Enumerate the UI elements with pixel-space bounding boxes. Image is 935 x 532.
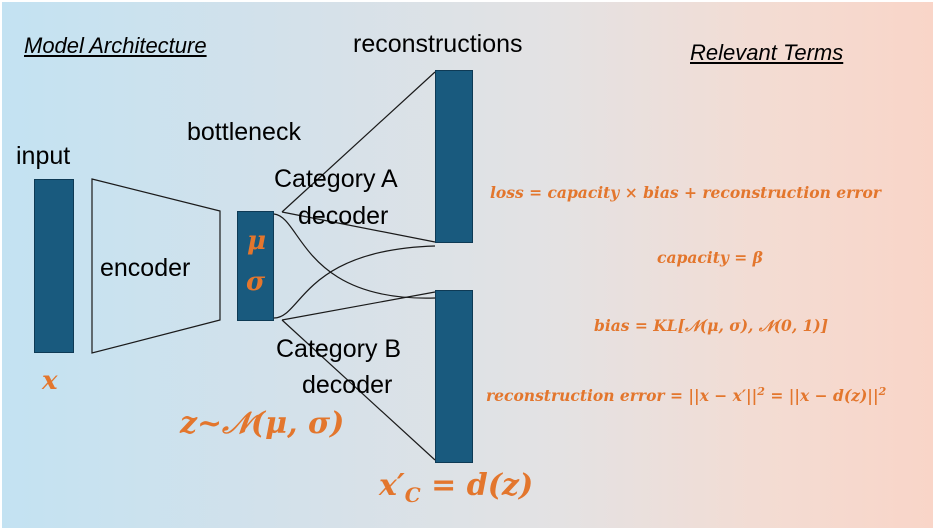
category-b-label: Category B <box>276 335 402 363</box>
decoder-a-label: decoder <box>298 202 389 230</box>
bias-equation: bias = KL[𝒩(μ, σ), 𝒩(0, 1)] <box>594 316 829 335</box>
capacity-equation: capacity = β <box>657 248 763 267</box>
loss-equation: loss = capacity × bias + reconstruction … <box>490 183 881 202</box>
encoder-trapezoid <box>91 178 221 354</box>
relevant-terms-heading: Relevant Terms <box>690 40 844 65</box>
sigma-symbol: σ <box>246 267 266 297</box>
route-to-decoder-b <box>273 213 436 299</box>
decoder-a-edge-bottom <box>281 211 436 243</box>
reconstruction-error-equation: reconstruction error = ||x − x′||2 = ||x… <box>486 385 886 405</box>
encoder-label: encoder <box>100 254 191 282</box>
route-to-decoder-a <box>273 245 436 319</box>
decoder-b-edge-bottom <box>281 319 436 461</box>
exponent-2: 2 <box>878 385 887 398</box>
category-a-label: Category A <box>274 165 398 193</box>
decoder-a-edge-top <box>281 71 436 213</box>
reconstruction-mid: = ||x − d(z)|| <box>764 386 879 406</box>
bottleneck-label: bottleneck <box>187 118 301 146</box>
decoder-b-label: decoder <box>302 371 393 399</box>
latent-distribution: z~𝒩(μ, σ) <box>180 406 345 441</box>
output-rhs: = d(z) <box>420 468 534 503</box>
reconstruction-a-bar <box>435 70 473 243</box>
x-symbol: x <box>42 366 58 396</box>
bottleneck-bar <box>237 211 274 321</box>
reconstructions-label: reconstructions <box>353 30 523 58</box>
output-subscript: C <box>404 483 421 507</box>
output-equation: x′C = d(z) <box>379 468 533 507</box>
decoder-b-edge-top <box>281 291 436 321</box>
output-symbol: x′ <box>379 468 405 503</box>
input-label: input <box>16 142 71 170</box>
input-bar <box>34 179 74 353</box>
exponent-1: 2 <box>757 385 765 398</box>
reconstruction-b-bar <box>435 290 473 463</box>
mu-symbol: μ <box>247 226 267 256</box>
model-architecture-heading: Model Architecture <box>24 33 207 58</box>
reconstruction-lhs: reconstruction error = ||x − x′|| <box>486 386 758 406</box>
